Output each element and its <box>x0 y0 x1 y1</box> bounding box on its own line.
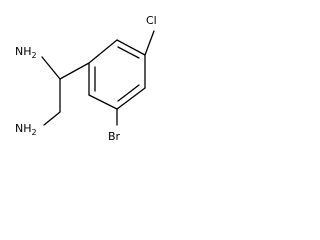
ring-double-bond-2 <box>117 84 140 102</box>
bromine-label: Br <box>108 130 121 143</box>
amine-bottom-label: NH2 <box>15 122 37 137</box>
chlorine-label: Cl <box>146 14 157 27</box>
ring-bond-c5-c6 <box>88 94 118 110</box>
amine-top-label: NH2 <box>15 45 37 60</box>
amine-bottom-bond <box>43 111 61 126</box>
amine-top-bond <box>41 56 61 80</box>
ring-bond-c4-c5 <box>116 87 146 110</box>
molecule-structure: NH2 NH2 Cl Br <box>15 14 157 143</box>
side-chain-bond <box>59 62 90 80</box>
chlorine-bond <box>144 30 155 56</box>
ring-bond-c1-c2 <box>88 39 118 64</box>
ring-double-bond-1 <box>117 46 140 59</box>
ring-bond-c2-c3 <box>116 39 146 56</box>
